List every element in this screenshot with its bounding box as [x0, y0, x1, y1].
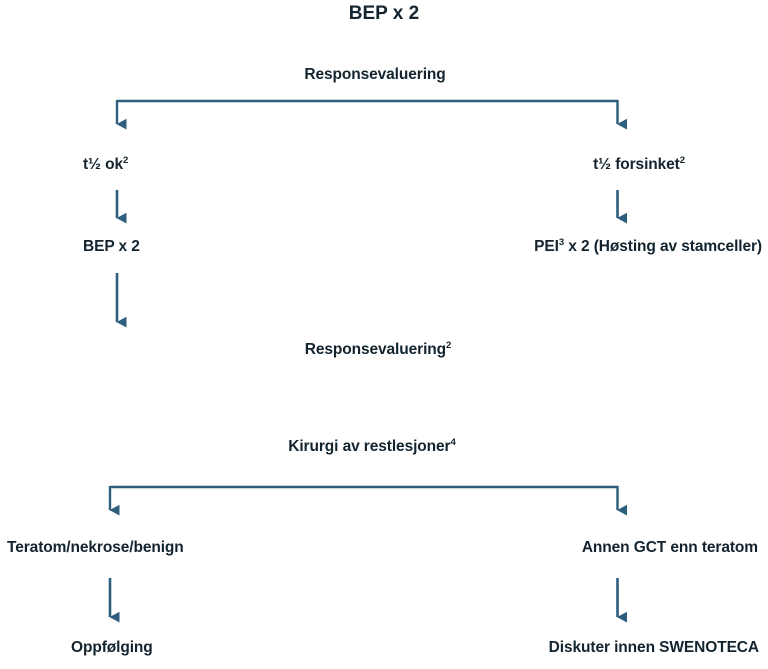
- node-teratom-nekrose-benign: Teratom/nekrose/benign: [7, 539, 184, 556]
- node-annen-gct: Annen GCT enn teratom: [581, 539, 758, 556]
- footnote-marker: 2: [446, 339, 452, 351]
- split-connector-top: [115, 99, 627, 130]
- node-pei-x2: PEI3 x 2 (Høsting av stamceller): [534, 238, 762, 255]
- node-t-half-ok-label: t½ ok: [83, 156, 123, 173]
- node-kirurgi-restlesjoner: Kirurgi av restlesjoner4: [288, 438, 456, 455]
- split-connector-bottom: [108, 485, 627, 516]
- node-oppfolging: Oppfølging: [71, 639, 153, 656]
- footnote-marker: 2: [122, 154, 129, 166]
- node-kirurgi-label: Kirurgi av restlesjoner: [288, 438, 451, 455]
- node-responsevaluering-1: Responsevaluering: [304, 66, 446, 83]
- node-t-half-delayed: t½ forsinket2: [593, 156, 685, 173]
- node-pei-suffix: x 2 (Høsting av stamceller): [564, 238, 762, 255]
- node-diskuter-swenoteca: Diskuter innen SWENOTECA: [548, 639, 759, 656]
- node-responsevaluering-2: Responsevaluering2: [305, 341, 452, 358]
- node-bep-x2-left: BEP x 2: [83, 238, 140, 255]
- footnote-marker: 3: [558, 236, 565, 248]
- node-responsevaluering-2-label: Responsevaluering: [304, 341, 447, 358]
- footnote-marker: 2: [679, 154, 685, 166]
- node-pei-label: PEI: [534, 238, 559, 255]
- node-t-half-delayed-label: t½ forsinket: [593, 156, 680, 173]
- page-title: BEP x 2: [348, 3, 420, 24]
- footnote-marker: 4: [450, 436, 456, 448]
- node-t-half-ok: t½ ok2: [83, 156, 128, 173]
